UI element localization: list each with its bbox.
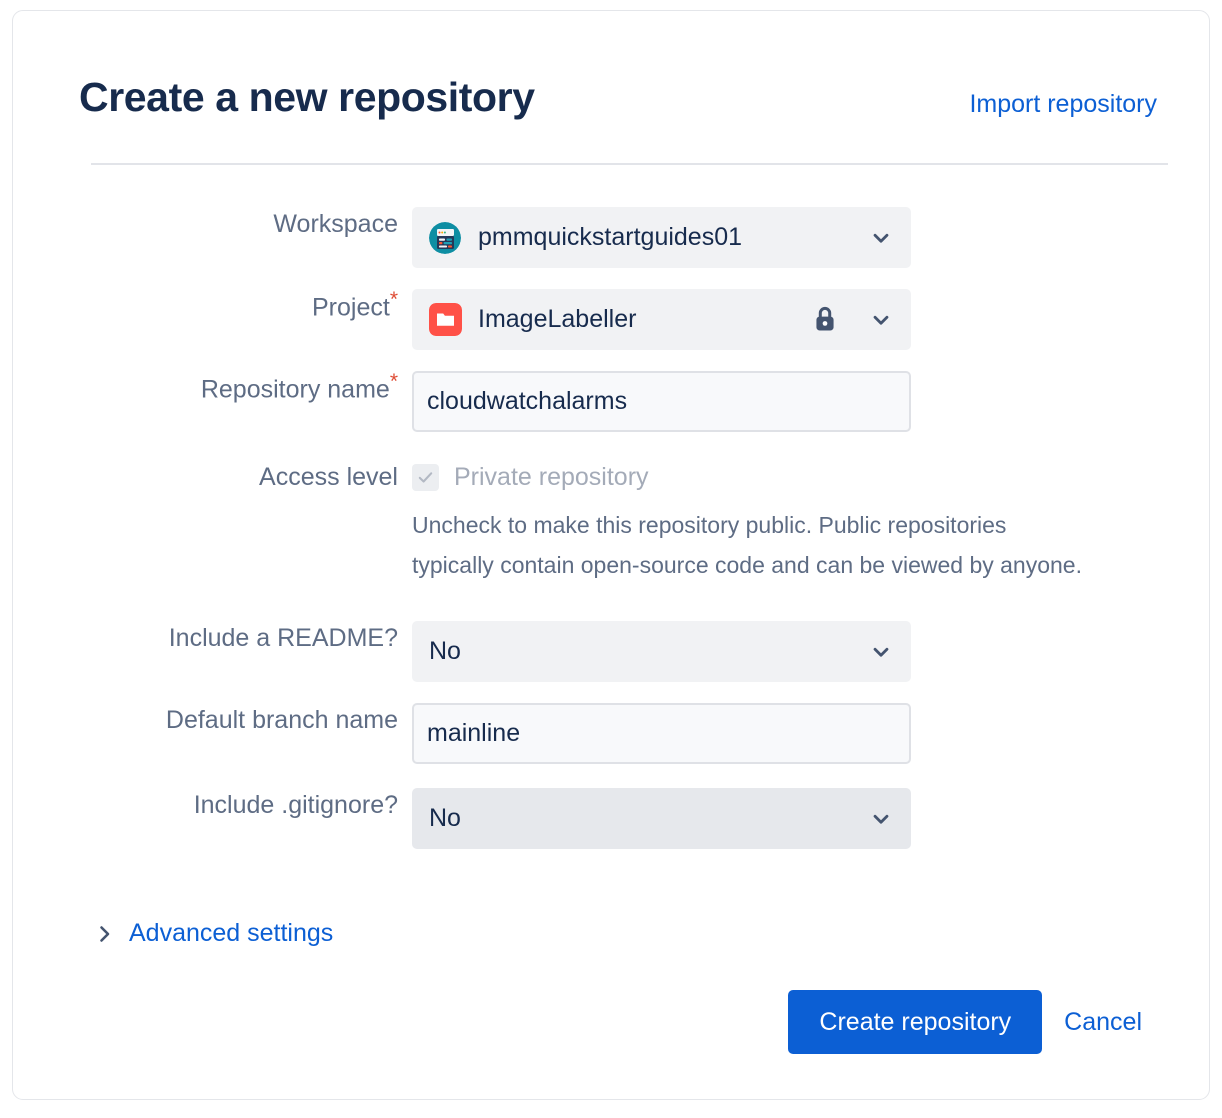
header-divider — [91, 163, 1168, 165]
default-branch-name-label: Default branch name — [165, 706, 398, 734]
repository-name-label-text: Repository name — [200, 375, 390, 404]
project-required-marker: * — [389, 288, 398, 311]
form-row-project: Project* ImageLabeller — [13, 289, 1209, 350]
cancel-button[interactable]: Cancel — [1064, 1007, 1142, 1036]
include-readme-field: No — [412, 621, 912, 682]
form-row-include-readme: Include a README? No — [13, 621, 1209, 682]
workspace-field: pmmquickstartguides01 — [412, 207, 912, 268]
chevron-down-icon — [873, 647, 889, 657]
workspace-select[interactable]: pmmquickstartguides01 — [412, 207, 911, 268]
import-repository-link[interactable]: Import repository — [969, 90, 1157, 118]
project-label: Project* — [13, 289, 412, 324]
project-field: ImageLabeller — [412, 289, 912, 350]
chevron-down-icon — [873, 814, 889, 824]
access-level-field: Private repository Uncheck to make this … — [412, 460, 1112, 585]
include-gitignore-value: No — [429, 804, 461, 832]
project-select[interactable]: ImageLabeller — [412, 289, 911, 350]
default-branch-name-input[interactable] — [412, 703, 911, 764]
include-readme-value: No — [429, 637, 461, 665]
advanced-settings-toggle[interactable]: Advanced settings — [95, 919, 333, 948]
include-gitignore-label: Include .gitignore? — [193, 791, 398, 819]
project-folder-icon — [429, 303, 462, 336]
card-header: Create a new repository Import repositor… — [79, 73, 1157, 165]
private-repository-checkbox[interactable] — [412, 464, 439, 491]
include-gitignore-field: No — [412, 788, 912, 849]
check-icon — [418, 472, 433, 483]
form-row-default-branch-name: Default branch name — [13, 703, 1209, 764]
default-branch-name-field — [412, 703, 912, 764]
create-repository-card: Create a new repository Import repositor… — [12, 10, 1210, 1100]
chevron-right-icon — [100, 925, 110, 942]
form-row-include-gitignore: Include .gitignore? No — [13, 788, 1209, 849]
form-row-access-level: Access level Private repository Uncheck … — [13, 460, 1209, 585]
create-repository-form: Workspace — [13, 207, 1209, 849]
chevron-down-icon — [873, 315, 889, 325]
include-readme-label: Include a README? — [168, 624, 398, 652]
access-level-label: Access level — [259, 463, 398, 491]
advanced-settings-label: Advanced settings — [129, 919, 334, 947]
private-repository-label: Private repository — [454, 463, 649, 491]
access-level-help-text: Uncheck to make this repository public. … — [412, 512, 1082, 578]
private-repository-checkbox-row[interactable]: Private repository — [412, 460, 1112, 492]
repository-name-field — [412, 371, 912, 432]
repository-name-input[interactable] — [412, 371, 911, 432]
create-repository-button[interactable]: Create repository — [788, 990, 1043, 1054]
form-row-repository-name: Repository name* — [13, 371, 1209, 432]
chevron-down-icon — [873, 233, 889, 243]
lock-icon — [816, 306, 834, 330]
form-row-workspace: Workspace — [13, 207, 1209, 268]
project-value: ImageLabeller — [478, 305, 637, 333]
page-title: Create a new repository — [79, 74, 535, 120]
repository-name-label: Repository name* — [13, 371, 412, 406]
repository-name-required-marker: * — [389, 370, 398, 393]
include-gitignore-select[interactable]: No — [412, 788, 911, 849]
workspace-avatar-icon — [429, 221, 461, 254]
include-readme-select[interactable]: No — [412, 621, 911, 682]
workspace-value: pmmquickstartguides01 — [478, 223, 743, 251]
form-actions: Create repository Cancel — [788, 990, 1142, 1054]
project-label-text: Project — [312, 293, 390, 322]
workspace-label: Workspace — [273, 210, 398, 238]
